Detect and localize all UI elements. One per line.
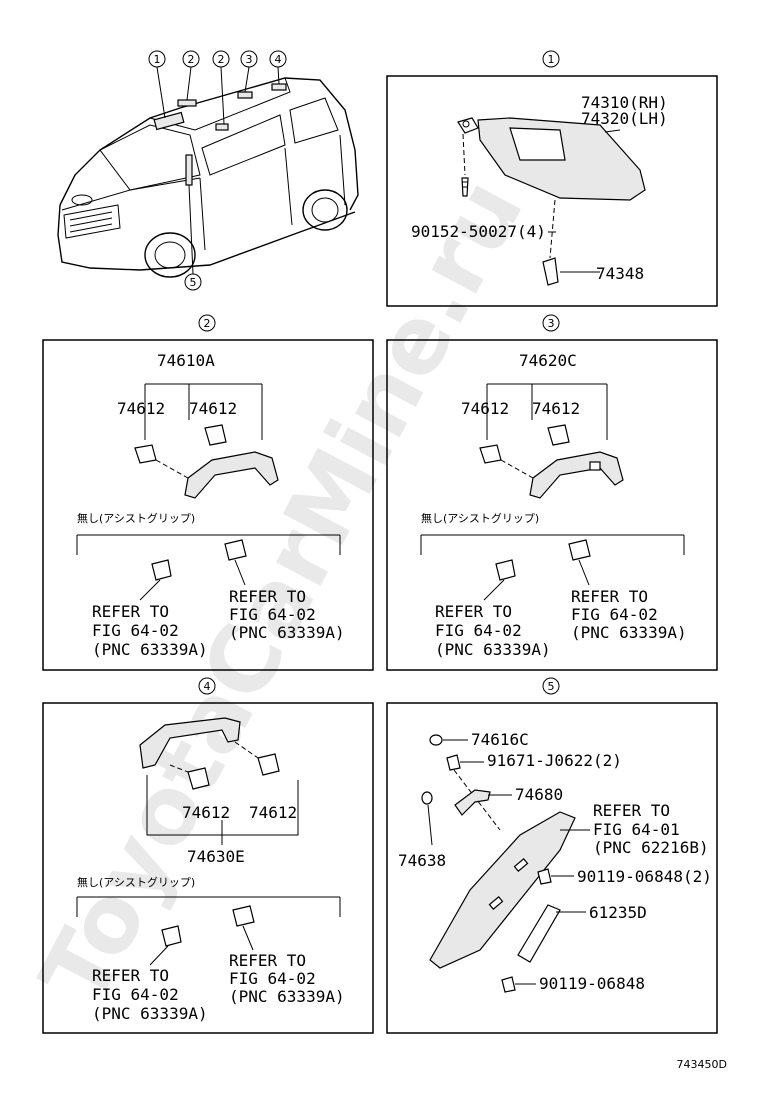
svg-text:(PNC 63339A): (PNC 63339A): [571, 623, 687, 642]
svg-text:1: 1: [154, 53, 161, 66]
svg-text:FIG 64-02: FIG 64-02: [229, 969, 316, 988]
svg-text:REFER TO: REFER TO: [92, 602, 169, 621]
p4-assembly: 74630E: [187, 847, 245, 866]
svg-text:3: 3: [548, 317, 555, 330]
svg-text:(PNC 63339A): (PNC 63339A): [229, 623, 345, 642]
p2-assembly: 74610A: [157, 351, 215, 370]
svg-text:FIG 64-02: FIG 64-02: [571, 605, 658, 624]
part-74616c: 74616C: [471, 730, 529, 749]
p3-note: 無し(アシストグリップ): [421, 511, 539, 525]
overview-callout-3[interactable]: 3: [240, 50, 258, 68]
svg-text:4: 4: [275, 53, 282, 66]
part-90152-50027: 90152-50027(4): [411, 222, 546, 241]
svg-text:(PNC 62216B): (PNC 62216B): [593, 838, 709, 857]
p4-sub-left: 74612: [182, 803, 230, 822]
p3-sub-left: 74612: [461, 399, 509, 418]
svg-text:FIG 64-02: FIG 64-02: [229, 605, 316, 624]
overview-callout-2b[interactable]: 2: [212, 50, 230, 68]
overview-callout-4[interactable]: 4: [269, 50, 287, 68]
overview-callout-2a[interactable]: 2: [182, 50, 200, 68]
panel-1-index: 1: [548, 53, 555, 66]
svg-text:2: 2: [204, 317, 211, 330]
panel-4-assist-grip: 4 74612 74612 74630E 無し(アシストグリップ) REFER …: [42, 677, 374, 1034]
panel-3-assist-grip: 3 74620C 74612 74612 無し(アシストグリップ) REFER …: [386, 314, 718, 671]
svg-text:3: 3: [246, 53, 253, 66]
p3-sub-right: 74612: [532, 399, 580, 418]
svg-text:REFER TO: REFER TO: [571, 587, 648, 606]
part-74638: 74638: [398, 851, 446, 870]
part-74310-rh: 74310(RH): [581, 93, 668, 112]
panel-2-assist-grip: 2 74610A 74612 74612 無し(アシストグリップ) REFER …: [42, 314, 374, 671]
svg-text:4: 4: [204, 680, 211, 693]
svg-text:REFER TO: REFER TO: [435, 602, 512, 621]
svg-text:FIG 64-02: FIG 64-02: [92, 621, 179, 640]
overview-callout-1[interactable]: 1: [148, 50, 166, 68]
part-91671-j0622: 91671-J0622(2): [487, 751, 622, 770]
svg-text:(PNC 63339A): (PNC 63339A): [229, 987, 345, 1006]
svg-text:REFER TO: REFER TO: [229, 587, 306, 606]
svg-text:(PNC 63339A): (PNC 63339A): [92, 640, 208, 659]
p3-assembly: 74620C: [519, 351, 577, 370]
vehicle-overview: [57, 66, 359, 278]
svg-text:5: 5: [190, 276, 197, 289]
p2-sub-left: 74612: [117, 399, 165, 418]
p2-note: 無し(アシストグリップ): [77, 511, 195, 525]
panel-5-pillar-garnish: 5 74616C 91671-J0622(2) 74680 74638 REFE…: [386, 677, 718, 1034]
svg-text:REFER TO: REFER TO: [593, 801, 670, 820]
svg-text:5: 5: [548, 680, 555, 693]
svg-text:FIG 64-02: FIG 64-02: [92, 985, 179, 1004]
svg-text:REFER TO: REFER TO: [92, 966, 169, 985]
p4-note: 無し(アシストグリップ): [77, 875, 195, 889]
svg-text:REFER TO: REFER TO: [229, 951, 306, 970]
part-74680: 74680: [515, 785, 563, 804]
p2-sub-right: 74612: [189, 399, 237, 418]
part-90119-06848: 90119-06848: [539, 974, 645, 993]
part-74348: 74348: [596, 264, 644, 283]
part-61235d: 61235D: [589, 903, 647, 922]
figure-code: 743450D: [677, 1058, 727, 1071]
part-74320-lh: 74320(LH): [581, 109, 668, 128]
part-90119-06848-2: 90119-06848(2): [577, 867, 712, 886]
svg-text:2: 2: [218, 53, 225, 66]
svg-text:FIG 64-02: FIG 64-02: [435, 621, 522, 640]
panel-1-sun-visor: 1 74310(RH) 74320(LH) 90152-50027(4) 743…: [386, 50, 718, 307]
svg-text:(PNC 63339A): (PNC 63339A): [435, 640, 551, 659]
svg-text:2: 2: [188, 53, 195, 66]
svg-text:FIG 64-01: FIG 64-01: [593, 820, 680, 839]
overview-callout-5[interactable]: 5: [184, 273, 202, 291]
svg-text:(PNC 63339A): (PNC 63339A): [92, 1004, 208, 1023]
p4-sub-right: 74612: [249, 803, 297, 822]
